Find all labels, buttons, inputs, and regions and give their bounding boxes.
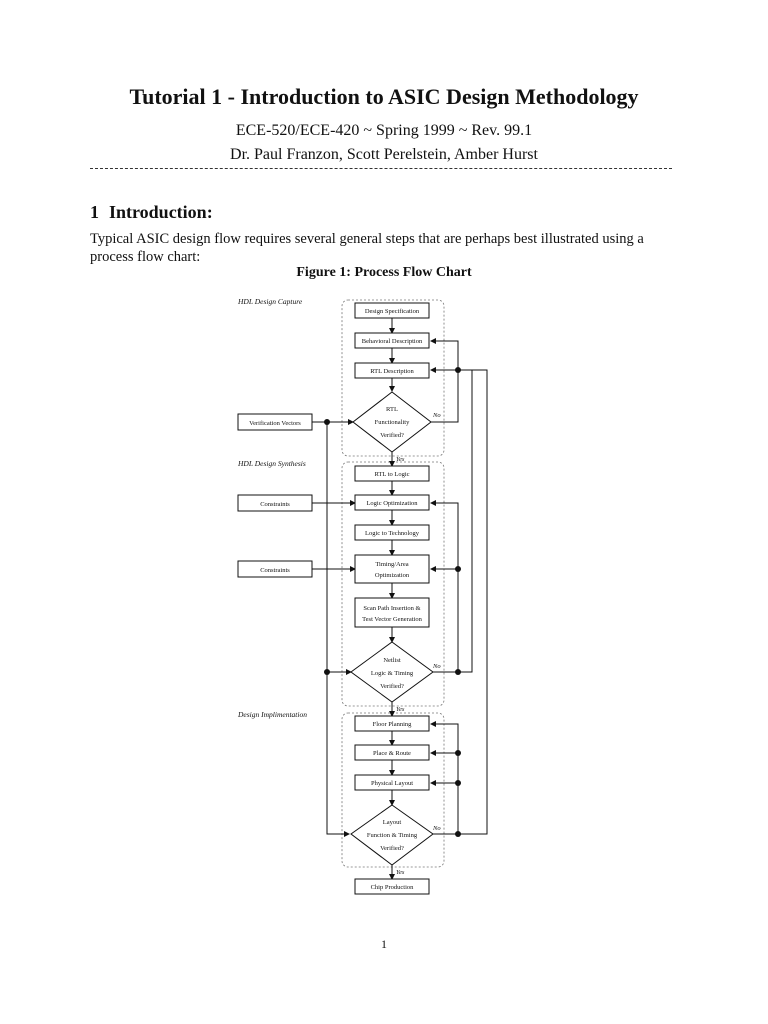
- decision-netlist-line1: Netlist: [383, 657, 401, 664]
- box-rtl-description: [354, 362, 430, 379]
- decision-netlist-line3: Verified?: [380, 683, 404, 690]
- group-label-implementation: Design Implimentation: [237, 710, 307, 719]
- label-scan-path-line1: Scan Path Insertion &: [363, 605, 420, 612]
- label-floor-planning: Floor Planning: [373, 721, 413, 728]
- decision-layout-line3: Verified?: [380, 845, 404, 852]
- label-constraints-1: Constraints: [260, 501, 290, 508]
- input-constraints-1: [237, 494, 313, 512]
- figure-caption: Figure 1: Process Flow Chart: [296, 265, 472, 280]
- page-title: Tutorial 1 - Introduction to ASIC Design…: [129, 84, 639, 109]
- branch-no-rtl: No: [432, 412, 441, 419]
- branch-no-netlist: No: [432, 663, 441, 670]
- box-physical-layout: [354, 774, 430, 791]
- label-logic-optimization: Logic Optimization: [366, 500, 418, 507]
- decision-rtl-line1: RTL: [386, 406, 398, 413]
- dashed-divider: [90, 168, 672, 169]
- input-constraints-2: [237, 560, 313, 578]
- branch-yes-layout: Yes: [396, 869, 405, 876]
- box-place-and-route: [354, 744, 430, 761]
- box-timing-area-optimization: [354, 554, 430, 584]
- label-constraints-2: Constraints: [260, 567, 290, 574]
- label-verification-vectors: Verification Vectors: [249, 420, 301, 427]
- box-scan-path-insertion: [354, 597, 430, 628]
- decision-layout-verified: [350, 804, 434, 866]
- decision-netlist-line2: Logic & Timing: [371, 670, 414, 677]
- decision-netlist-verified: [350, 641, 434, 703]
- process-flow-chart: HDL Design Capture HDL Design Synthesis …: [237, 297, 488, 895]
- group-label-capture: HDL Design Capture: [237, 297, 303, 306]
- capture-group-frame: [341, 299, 445, 457]
- label-place-and-route: Place & Route: [373, 750, 411, 757]
- input-verification-vectors: [237, 413, 313, 431]
- label-timing-area-line1: Timing/Area: [375, 561, 408, 568]
- group-label-synthesis: HDL Design Synthesis: [237, 459, 306, 468]
- label-physical-layout: Physical Layout: [371, 780, 413, 787]
- decision-rtl-verified: [352, 391, 432, 453]
- box-rtl-to-logic: [354, 465, 430, 482]
- branch-no-layout: No: [432, 825, 441, 832]
- label-behavioral-description: Behavioral Description: [362, 338, 423, 345]
- decision-rtl-line3: Verified?: [380, 432, 404, 439]
- box-design-specification: [354, 302, 430, 319]
- label-rtl-description: RTL Description: [370, 368, 414, 375]
- label-scan-path-line2: Test Vector Generation: [362, 616, 422, 623]
- box-logic-optimization: [354, 494, 430, 511]
- decision-layout-line1: Layout: [383, 819, 402, 826]
- label-chip-production: Chip Production: [371, 884, 415, 891]
- page-number: 1: [381, 937, 387, 951]
- course-subtitle: ECE-520/ECE-420 ~ Spring 1999 ~ Rev. 99.…: [235, 122, 533, 139]
- decision-layout-line2: Function & Timing: [367, 832, 418, 839]
- branch-yes-rtl: Yes: [396, 456, 405, 463]
- section-heading: 1 Introduction:: [90, 202, 213, 223]
- label-timing-area-line2: Optimization: [375, 572, 410, 579]
- branch-yes-netlist: Yes: [396, 706, 405, 713]
- box-floor-planning: [354, 715, 430, 732]
- box-chip-production: [354, 878, 430, 895]
- box-logic-to-technology: [354, 524, 430, 541]
- box-behavioral-description: [354, 332, 430, 349]
- label-logic-to-technology: Logic to Technology: [365, 530, 420, 537]
- label-design-specification: Design Specification: [365, 308, 420, 315]
- authors-subtitle: Dr. Paul Franzon, Scott Perelstein, Ambe…: [230, 146, 538, 163]
- label-rtl-to-logic: RTL to Logic: [374, 471, 409, 478]
- section-title: Introduction:: [109, 202, 213, 222]
- intro-paragraph: Typical ASIC design flow requires severa…: [90, 231, 644, 265]
- decision-rtl-line2: Functionality: [375, 419, 410, 426]
- section-number: 1: [90, 202, 99, 222]
